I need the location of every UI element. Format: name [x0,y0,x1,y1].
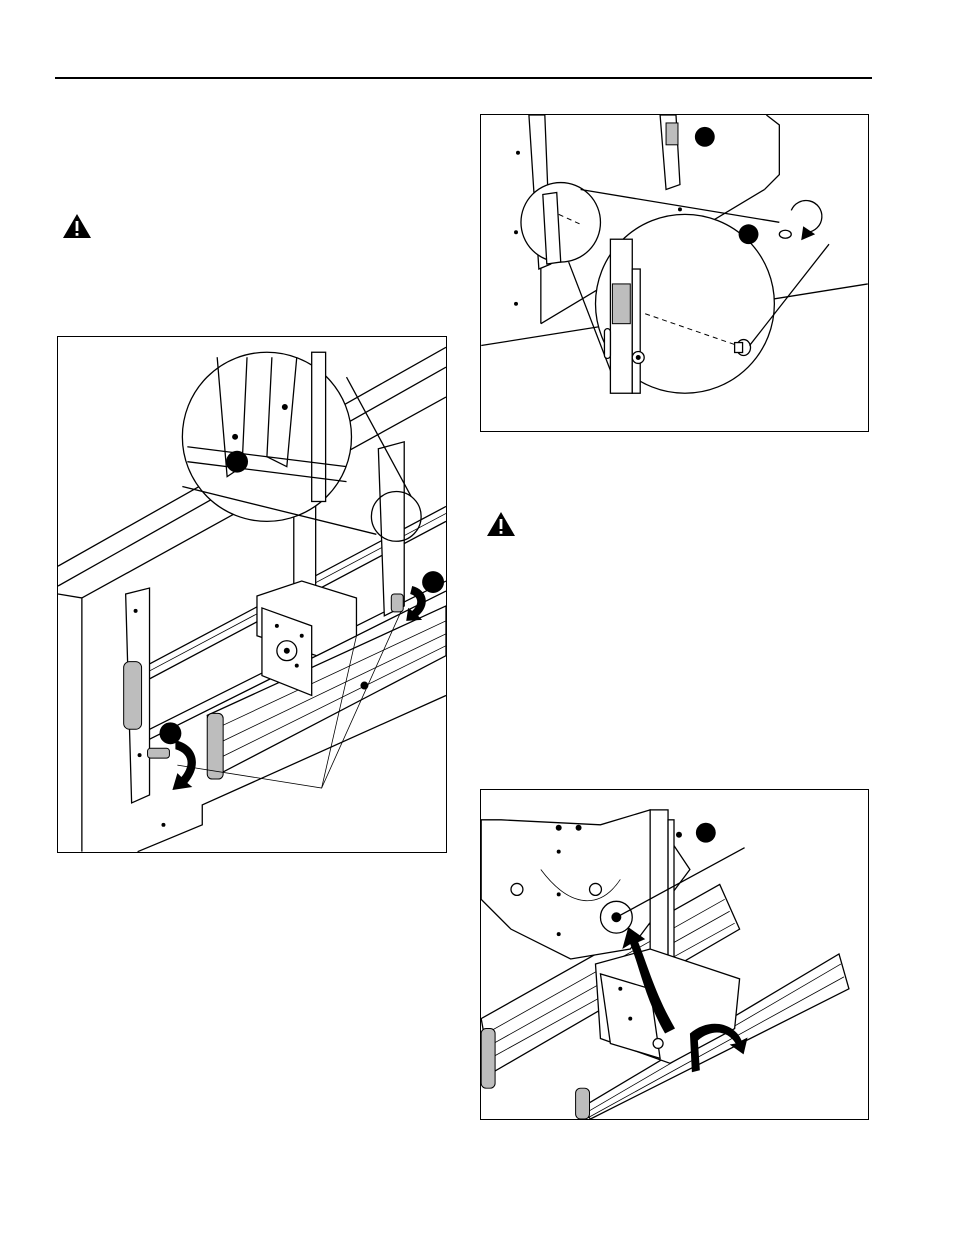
warning-triangle-icon [62,213,92,239]
latch-handle-left [148,740,196,790]
right-bracket [660,115,680,190]
warning-triangle-icon [486,511,516,537]
callout-marker-icon [422,571,444,593]
figure-latch-lock [57,336,447,853]
screwdriver-rotate-icon [779,201,822,241]
header-rule [55,77,872,79]
rotate-arrow-icon [406,586,426,621]
callout-marker-icon [696,823,716,843]
callout-marker-icon [226,451,248,473]
callout-marker-icon [739,224,759,244]
left-bracket [124,588,150,803]
figure-tilt-adjust [480,789,869,1120]
figure-security-screw [480,114,869,432]
callout-marker-icon [159,722,181,744]
right-bracket [378,442,404,616]
security-screw-illustration [481,115,868,431]
callout-marker-icon [695,127,715,147]
detail-circle-small [521,183,600,262]
latch-lock-illustration [58,337,446,852]
tilt-adjust-illustration [481,790,868,1119]
detail-magnifier [596,214,830,393]
rotate-arrow-icon [172,740,195,790]
